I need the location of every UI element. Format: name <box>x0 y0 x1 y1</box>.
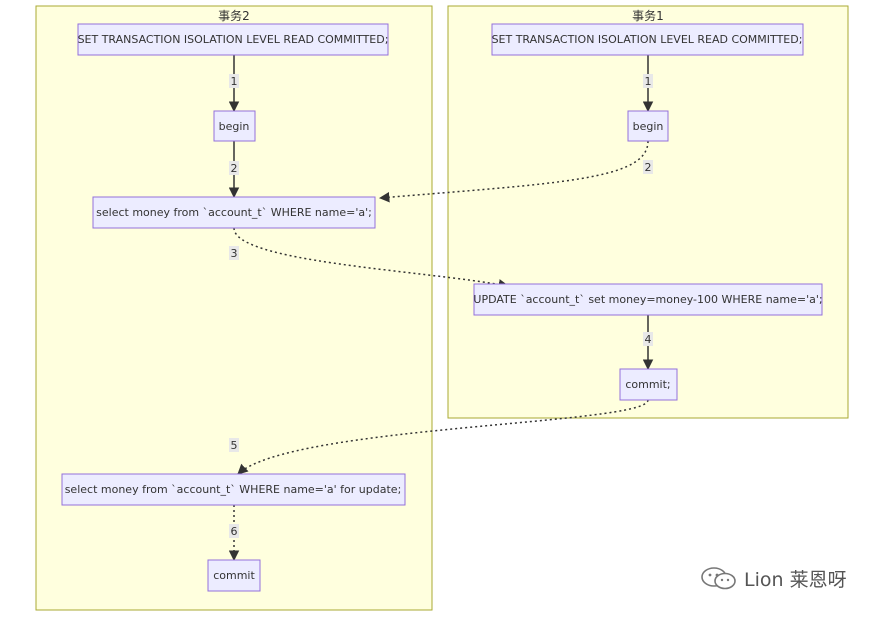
node-t1-begin[interactable]: begin <box>627 110 669 142</box>
edge-label-cross-5: 5 <box>229 438 239 452</box>
node-t2-commit[interactable]: commit <box>207 559 261 592</box>
edge-t2-select-to-t1-update <box>233 227 510 290</box>
svg-text:1: 1 <box>645 75 652 88</box>
edge-t1-commit-to-t2-select-update <box>237 399 649 475</box>
edge-label-cross-3: 3 <box>229 246 239 260</box>
cluster-title-transaction-1: 事务1 <box>632 8 664 23</box>
node-t2-select[interactable]: select money from `account_t` WHERE name… <box>92 196 376 229</box>
svg-text:2: 2 <box>231 162 238 175</box>
svg-text:select money from `account_t`: select money from `account_t` WHERE name… <box>65 483 402 496</box>
node-t2-set-isolation[interactable]: SET TRANSACTION ISOLATION LEVEL READ COM… <box>77 23 389 56</box>
svg-text:commit: commit <box>213 569 255 582</box>
svg-text:SET TRANSACTION ISOLATION LEVE: SET TRANSACTION ISOLATION LEVEL READ COM… <box>78 33 389 46</box>
svg-text:begin: begin <box>219 120 250 133</box>
edge-label-t2-2: 2 <box>229 161 239 175</box>
edge-label-cross-2: 2 <box>643 160 653 174</box>
svg-text:2: 2 <box>645 161 652 174</box>
edge-label-t2-1: 1 <box>229 74 239 88</box>
node-t1-set-isolation[interactable]: SET TRANSACTION ISOLATION LEVEL READ COM… <box>491 23 804 56</box>
cluster-title-transaction-2: 事务2 <box>218 8 250 23</box>
node-t2-select-for-update[interactable]: select money from `account_t` WHERE name… <box>61 473 406 506</box>
edge-label-t1-1: 1 <box>643 74 653 88</box>
svg-text:1: 1 <box>231 75 238 88</box>
svg-text:SET TRANSACTION ISOLATION LEVE: SET TRANSACTION ISOLATION LEVEL READ COM… <box>492 33 803 46</box>
node-t1-update[interactable]: UPDATE `account_t` set money=money-100 W… <box>473 283 823 316</box>
svg-text:commit;: commit; <box>625 378 670 391</box>
svg-text:3: 3 <box>231 247 238 260</box>
svg-text:select money from `account_t`: select money from `account_t` WHERE name… <box>96 206 372 219</box>
svg-text:6: 6 <box>231 525 238 538</box>
edge-label-t1-4: 4 <box>643 332 653 346</box>
node-t2-begin[interactable]: begin <box>213 110 256 142</box>
svg-text:begin: begin <box>633 120 664 133</box>
watermark: Lion 莱恩呀 <box>700 563 847 593</box>
svg-text:4: 4 <box>645 333 652 346</box>
watermark-text: Lion 莱恩呀 <box>744 568 847 591</box>
svg-text:UPDATE `account_t` set money=m: UPDATE `account_t` set money=money-100 W… <box>473 293 822 306</box>
svg-text:5: 5 <box>231 439 238 452</box>
wechat-icon <box>701 567 736 590</box>
edge-label-t2-6: 6 <box>229 524 239 538</box>
node-t1-commit[interactable]: commit; <box>619 368 678 401</box>
